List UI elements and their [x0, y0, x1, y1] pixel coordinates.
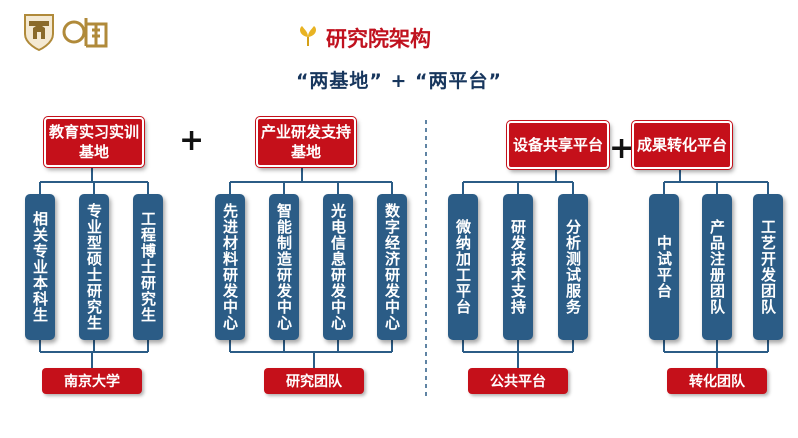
institute-seal-logo [62, 12, 108, 56]
column-process-development: 工艺开发团队 [753, 194, 783, 340]
bottom-research-team: 研究团队 [264, 368, 364, 394]
column-analysis-testing: 分析测试服务 [558, 194, 588, 340]
equipment-platform-box: 设备共享平台 [507, 121, 609, 169]
column-advanced-materials: 先进材料研发中心 [215, 194, 245, 340]
achievement-platform-box: 成果转化平台 [632, 121, 732, 169]
bottom-public-platform: 公共平台 [468, 368, 568, 394]
column-undergraduate: 相关专业本科生 [25, 194, 55, 340]
plus-sign-right: + [609, 131, 635, 166]
university-emblem-logo [22, 12, 56, 56]
bottom-transformation-team: 转化团队 [667, 368, 767, 394]
plus-sign-left: + [179, 123, 205, 158]
column-pilot-platform: 中试平台 [649, 194, 679, 340]
industry-base-box: 产业研发支持基地 [256, 117, 356, 167]
column-product-registration: 产品注册团队 [702, 194, 732, 340]
column-rd-support: 研发技术支持 [503, 194, 533, 340]
column-intelligent-manufacturing: 智能制造研发中心 [269, 194, 299, 340]
bottom-nanjing-university: 南京大学 [42, 368, 142, 394]
column-engineering-doctor: 工程博士研究生 [133, 194, 163, 340]
column-professional-master: 专业型硕士研究生 [79, 194, 109, 340]
ginkgo-leaf-icon [296, 24, 320, 52]
page-title: 研究院架构 [326, 27, 431, 51]
title-area: 研究院架构 [296, 18, 431, 58]
subtitle: “两基地” + “两平台” [295, 70, 503, 92]
column-optoelectronic: 光电信息研发中心 [323, 194, 353, 340]
education-base-box: 教育实习实训基地 [44, 117, 144, 167]
column-micro-nano: 微纳加工平台 [448, 194, 478, 340]
column-digital-economy: 数字经济研发中心 [377, 194, 407, 340]
